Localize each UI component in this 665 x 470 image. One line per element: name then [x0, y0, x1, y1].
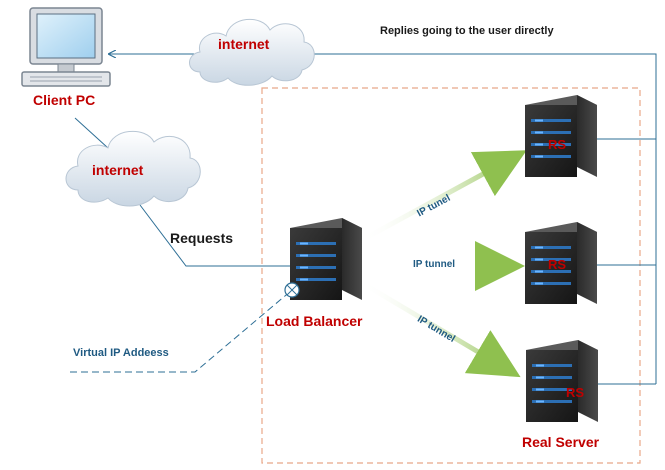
rs-badge-1: RS: [548, 137, 567, 152]
tunnel-label-rs2: IP tunnel: [413, 259, 456, 270]
desktop-computer-icon: [21, 7, 111, 87]
virtual-ip-line: [70, 289, 293, 373]
replies-label: Replies going to the user directly: [380, 25, 554, 37]
server-region-boundary: [261, 87, 641, 464]
rs-badge-3: RS: [566, 385, 585, 400]
server-rack-icon: [526, 340, 598, 422]
tunnel-arrow-rs1: [360, 150, 527, 243]
tunnel-arrow-rs3: [360, 280, 521, 378]
real-server-label: Real Server: [522, 434, 600, 450]
client-to-cloud-line: [74, 117, 109, 149]
server-rack-icon: [290, 218, 362, 300]
load-balancer-label: Load Balancer: [266, 313, 363, 329]
cloud-icon: [189, 18, 315, 86]
cloud-icon: [65, 130, 201, 207]
rs-badge-2: RS: [548, 257, 567, 272]
top-cloud-label: internet: [218, 36, 270, 52]
requests-label: Requests: [170, 230, 234, 246]
server-rack-icon: [525, 222, 597, 304]
request-line: [139, 204, 290, 267]
client-pc-label: Client PC: [33, 92, 96, 108]
server-rack-icon: [525, 95, 597, 177]
virtual-ip-label: Virtual IP Addeess: [73, 347, 169, 359]
virtual-ip-node-icon: [284, 282, 300, 298]
left-cloud-label: internet: [92, 162, 144, 178]
